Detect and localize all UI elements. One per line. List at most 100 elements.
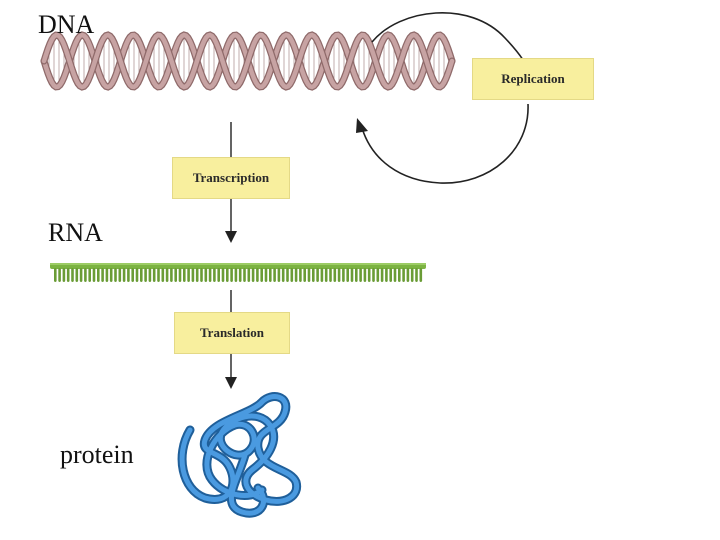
- rna-label: RNA: [48, 218, 103, 247]
- rna-base: [161, 268, 165, 282]
- rna-base: [264, 268, 268, 282]
- rna-base: [415, 268, 418, 282]
- rna-base: [191, 268, 195, 282]
- rna-base: [62, 268, 66, 282]
- rna-base: [260, 268, 263, 282]
- rna-base: [183, 268, 186, 282]
- rna-base: [178, 268, 182, 282]
- rna-base: [148, 268, 152, 282]
- rna-base: [75, 268, 79, 282]
- replication-step-box: Replication: [472, 58, 594, 100]
- rna-base: [359, 268, 362, 282]
- rna-base: [152, 268, 156, 282]
- rna-base: [385, 268, 388, 282]
- rna-base: [217, 268, 220, 282]
- rna-base: [200, 268, 203, 282]
- rna-base: [58, 268, 61, 282]
- transcription-step-box: Transcription: [172, 157, 290, 199]
- rna-base: [131, 268, 134, 282]
- rna-base: [195, 268, 199, 282]
- rna-base: [402, 268, 405, 282]
- rna-base: [398, 268, 401, 282]
- rna-base: [389, 268, 392, 282]
- rna-base: [312, 268, 315, 282]
- rna-base: [294, 268, 298, 282]
- rna-base: [165, 268, 169, 282]
- rna-base: [84, 268, 87, 282]
- arrowhead-icon: [225, 377, 237, 389]
- rna-base: [307, 268, 311, 282]
- rna-base: [410, 268, 414, 282]
- rna-base: [170, 268, 173, 282]
- folded-protein-icon: [177, 392, 302, 518]
- rna-base: [135, 268, 139, 282]
- rna-base: [114, 268, 117, 282]
- rna-base: [350, 268, 354, 282]
- rna-base: [342, 268, 345, 282]
- rna-base: [299, 268, 302, 282]
- rna-base: [277, 268, 281, 282]
- rna-strand-icon: [50, 263, 426, 282]
- rna-base: [363, 268, 367, 282]
- rna-base: [204, 268, 208, 282]
- rna-base: [337, 268, 341, 282]
- double-helix-icon: [40, 31, 456, 91]
- rna-base: [256, 268, 259, 282]
- rna-base: [79, 268, 83, 282]
- rna-base: [376, 268, 380, 282]
- rna-base: [281, 268, 285, 282]
- rna-base: [127, 268, 130, 282]
- rna-base: [213, 268, 216, 282]
- rna-base: [157, 268, 160, 282]
- rna-base: [208, 268, 212, 282]
- rna-base: [66, 268, 70, 282]
- rna-base: [419, 268, 423, 282]
- rna-base: [286, 268, 289, 282]
- rna-base: [174, 268, 177, 282]
- rna-base: [355, 268, 358, 282]
- rna-base: [105, 268, 109, 282]
- rna-base: [372, 268, 375, 282]
- rna-base: [406, 268, 410, 282]
- rna-base: [92, 268, 96, 282]
- rna-base: [97, 268, 100, 282]
- rna-base: [329, 268, 332, 282]
- rna-base: [230, 268, 233, 282]
- rna-base: [290, 268, 294, 282]
- translation-arrow: [225, 290, 237, 389]
- dna-label: DNA: [38, 10, 95, 39]
- rna-base: [269, 268, 272, 282]
- rna-base: [238, 268, 242, 282]
- rna-base: [88, 268, 91, 282]
- rna-base: [144, 268, 147, 282]
- rna-base: [251, 268, 255, 282]
- rna-base: [118, 268, 122, 282]
- rna-base: [221, 268, 225, 282]
- protein-label: protein: [60, 440, 134, 469]
- translation-step-box: Translation: [174, 312, 290, 354]
- rna-base: [234, 268, 238, 282]
- rna-base: [316, 268, 319, 282]
- rna-base: [243, 268, 246, 282]
- dna-strand-b: [41, 32, 455, 90]
- rna-base: [247, 268, 251, 282]
- rna-base: [273, 268, 276, 282]
- cycle-arrowhead-icon: [356, 118, 368, 133]
- transcription-arrow: [225, 122, 237, 243]
- rna-base: [320, 268, 324, 282]
- rna-base: [187, 268, 190, 282]
- rna-base: [226, 268, 229, 282]
- rna-base: [71, 268, 74, 282]
- rna-base: [393, 268, 397, 282]
- rna-base: [324, 268, 328, 282]
- rna-base: [122, 268, 126, 282]
- rna-base: [303, 268, 306, 282]
- arrowhead-icon: [225, 231, 237, 243]
- rna-base: [367, 268, 371, 282]
- rna-base: [101, 268, 104, 282]
- rna-base: [140, 268, 143, 282]
- rna-base: [54, 268, 57, 282]
- rna-base: [333, 268, 337, 282]
